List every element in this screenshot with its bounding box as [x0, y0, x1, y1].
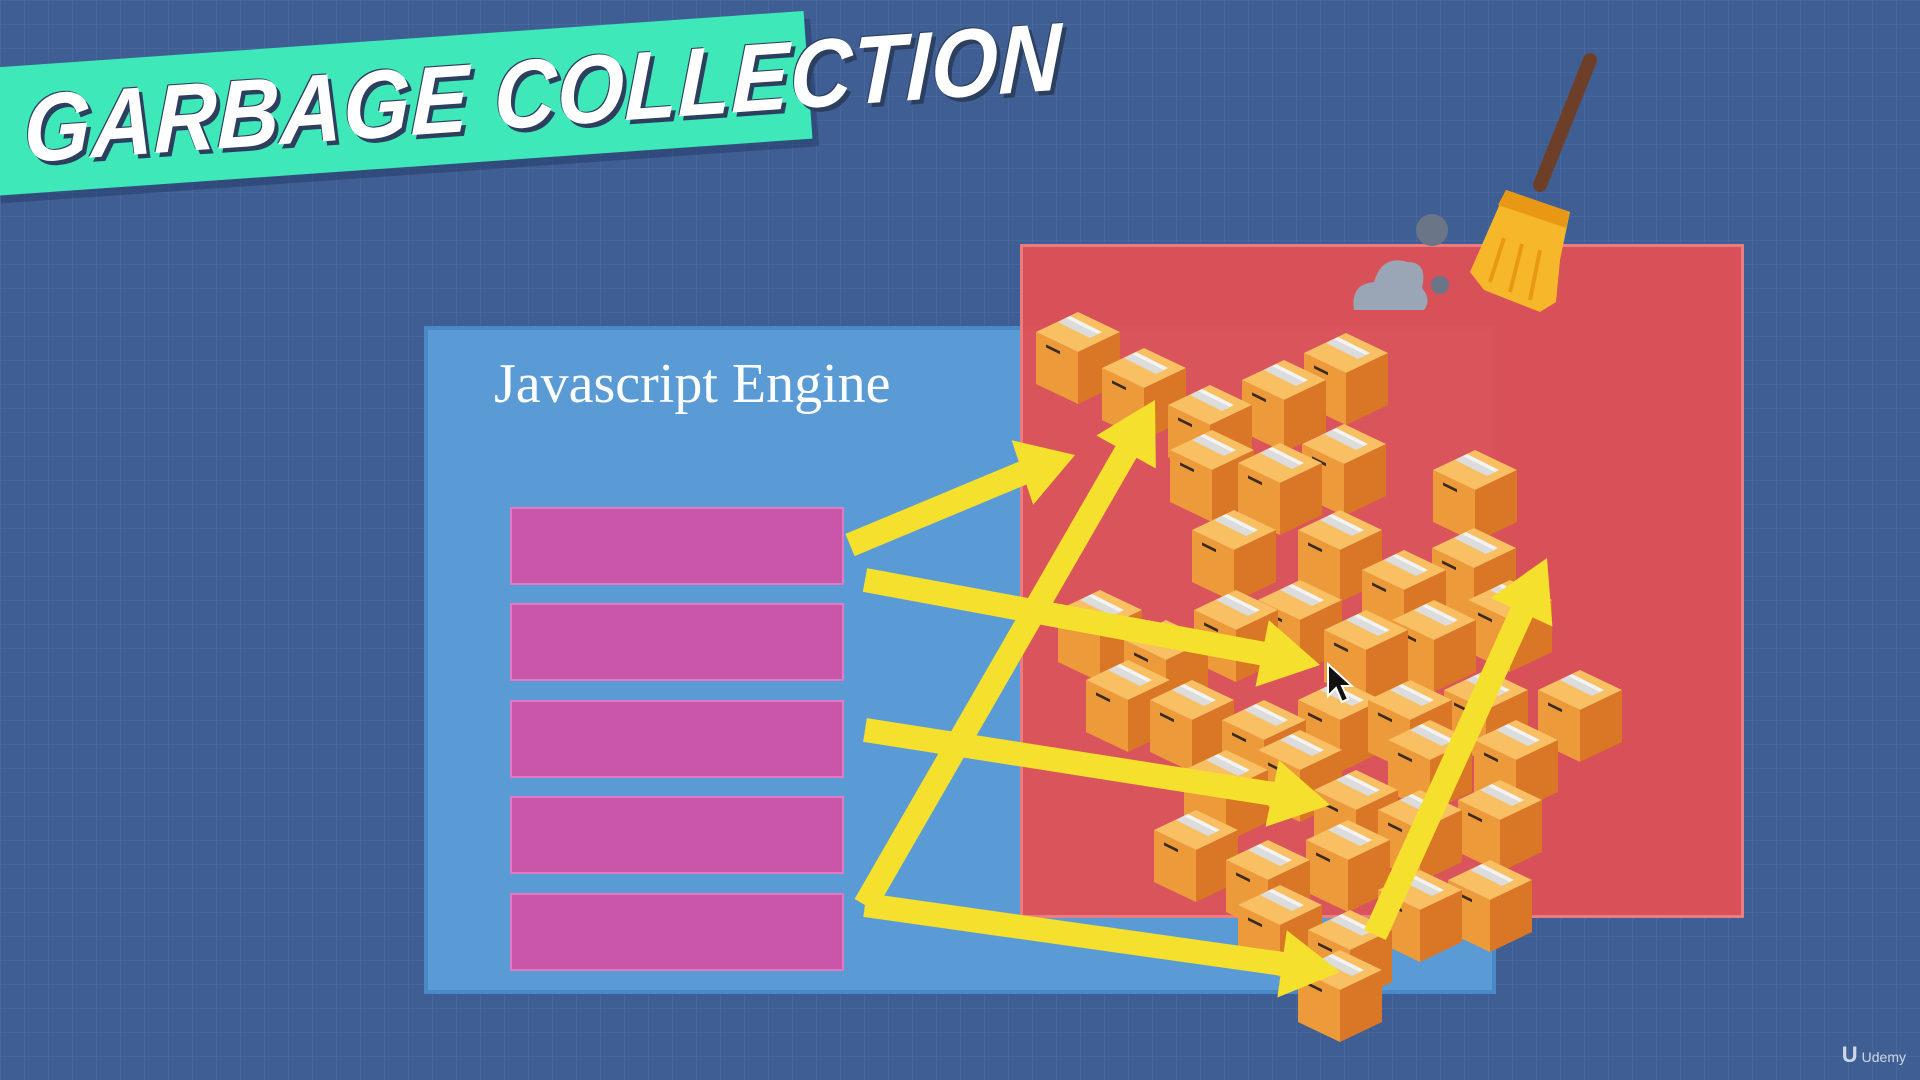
- arrow-head: [1255, 620, 1320, 687]
- arrow-head: [1490, 558, 1553, 627]
- call-stack-row: [510, 796, 844, 874]
- reference-arrow: [1364, 600, 1536, 940]
- reference-arrow: [863, 718, 1282, 807]
- call-stack-row: [510, 700, 844, 778]
- reference-arrow: [863, 893, 1292, 977]
- mouse-cursor-icon: [1327, 661, 1355, 704]
- udemy-logo-icon: U: [1841, 1042, 1858, 1067]
- box-icon: [1433, 450, 1517, 542]
- call-stack-row: [510, 507, 844, 585]
- arrow-head: [1277, 930, 1340, 998]
- watermark-text: Udemy: [1861, 1049, 1906, 1065]
- arrow-head: [1011, 440, 1075, 505]
- reference-arrow: [862, 568, 1273, 667]
- arrow-head: [1265, 760, 1330, 827]
- reference-arrow: [845, 458, 1035, 557]
- arrow-head: [1096, 400, 1156, 469]
- reference-arrows: [845, 400, 1553, 998]
- reference-arrow: [854, 439, 1141, 911]
- call-stack-row: [510, 603, 844, 681]
- engine-label: Javascript Engine: [494, 353, 891, 415]
- call-stack-row: [510, 893, 844, 971]
- dust-cloud-icon: [1353, 214, 1449, 310]
- broom-icon: [1470, 53, 1597, 312]
